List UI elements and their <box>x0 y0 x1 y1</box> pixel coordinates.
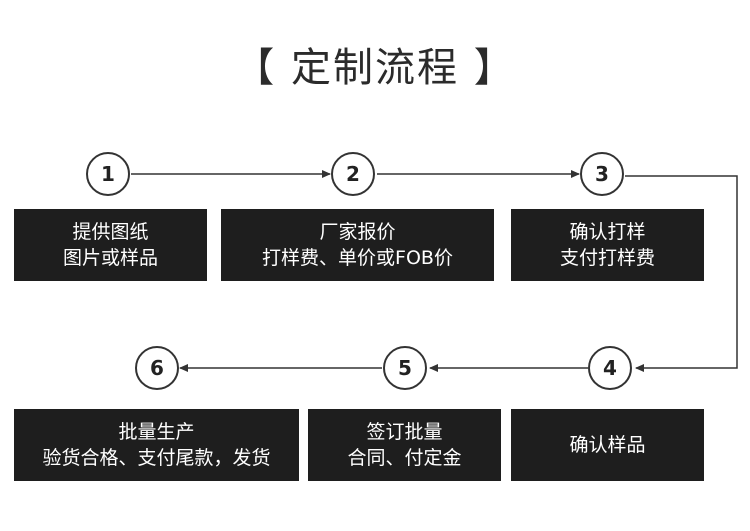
step-2-number: 2 <box>346 162 360 186</box>
step-1-line-1: 提供图纸 <box>72 221 149 243</box>
step-4-circle: 4 <box>588 346 632 390</box>
step-4-box: 确认样品 <box>511 409 704 481</box>
step-5-line-1: 签订批量 <box>366 421 443 443</box>
step-5-circle: 5 <box>383 346 427 390</box>
step-6-line-2: 验货合格、支付尾款，发货 <box>42 447 271 469</box>
step-5-box: 签订批量 合同、付定金 <box>308 409 501 481</box>
step-3-circle: 3 <box>580 152 624 196</box>
step-2-line-2: 打样费、单价或FOB价 <box>262 247 453 269</box>
step-6-box: 批量生产 验货合格、支付尾款，发货 <box>14 409 299 481</box>
step-1-circle: 1 <box>86 152 130 196</box>
step-3-number: 3 <box>595 162 609 186</box>
step-6-number: 6 <box>150 356 164 380</box>
step-1-box: 提供图纸 图片或样品 <box>14 209 207 281</box>
step-4-number: 4 <box>603 356 617 380</box>
step-3-line-2: 支付打样费 <box>559 247 655 269</box>
step-6-circle: 6 <box>135 346 179 390</box>
page-title: 【 定制流程 】 <box>234 45 516 91</box>
step-5-line-2: 合同、付定金 <box>347 447 462 469</box>
step-2-line-1: 厂家报价 <box>319 221 396 243</box>
step-3-box: 确认打样 支付打样费 <box>511 209 704 281</box>
step-1-line-2: 图片或样品 <box>62 247 158 269</box>
step-6-line-1: 批量生产 <box>118 421 195 443</box>
arrow-3-to-4 <box>625 175 738 372</box>
step-3-line-1: 确认打样 <box>569 221 646 243</box>
step-2-box: 厂家报价 打样费、单价或FOB价 <box>221 209 494 281</box>
step-5-number: 5 <box>398 356 412 380</box>
step-2-circle: 2 <box>331 152 375 196</box>
step-1-number: 1 <box>101 162 115 186</box>
step-4-line-1: 确认样品 <box>569 434 646 456</box>
